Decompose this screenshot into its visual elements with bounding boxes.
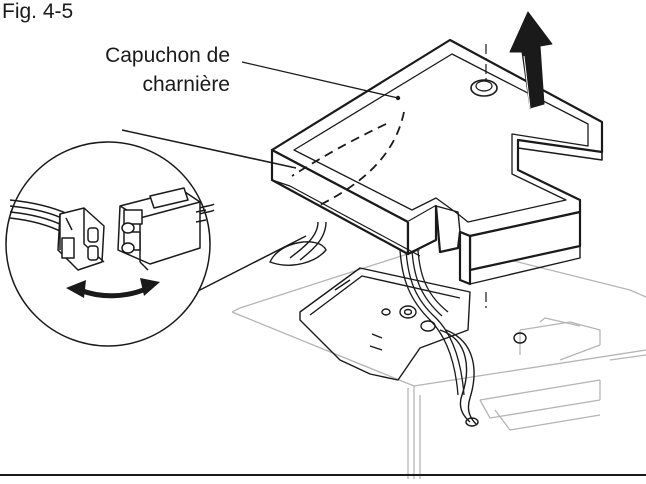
hinge-base-plate bbox=[269, 221, 527, 427]
figure-number: Fig. 4-5 bbox=[2, 0, 74, 23]
hinge-cap bbox=[270, 38, 604, 286]
hidden-edges bbox=[291, 111, 405, 207]
callout-label-line1: Capuchon de bbox=[105, 44, 230, 67]
callout-label-line2: charnière bbox=[142, 73, 230, 96]
detail-magnifier bbox=[5, 129, 307, 347]
connector-detail bbox=[9, 187, 215, 271]
printer-body-lines bbox=[231, 249, 646, 479]
callout-dot bbox=[395, 95, 401, 101]
double-arrow-icon bbox=[66, 278, 160, 299]
callout-leader bbox=[241, 61, 399, 99]
hinge-cable bbox=[399, 249, 465, 396]
up-arrow-icon bbox=[509, 11, 553, 109]
